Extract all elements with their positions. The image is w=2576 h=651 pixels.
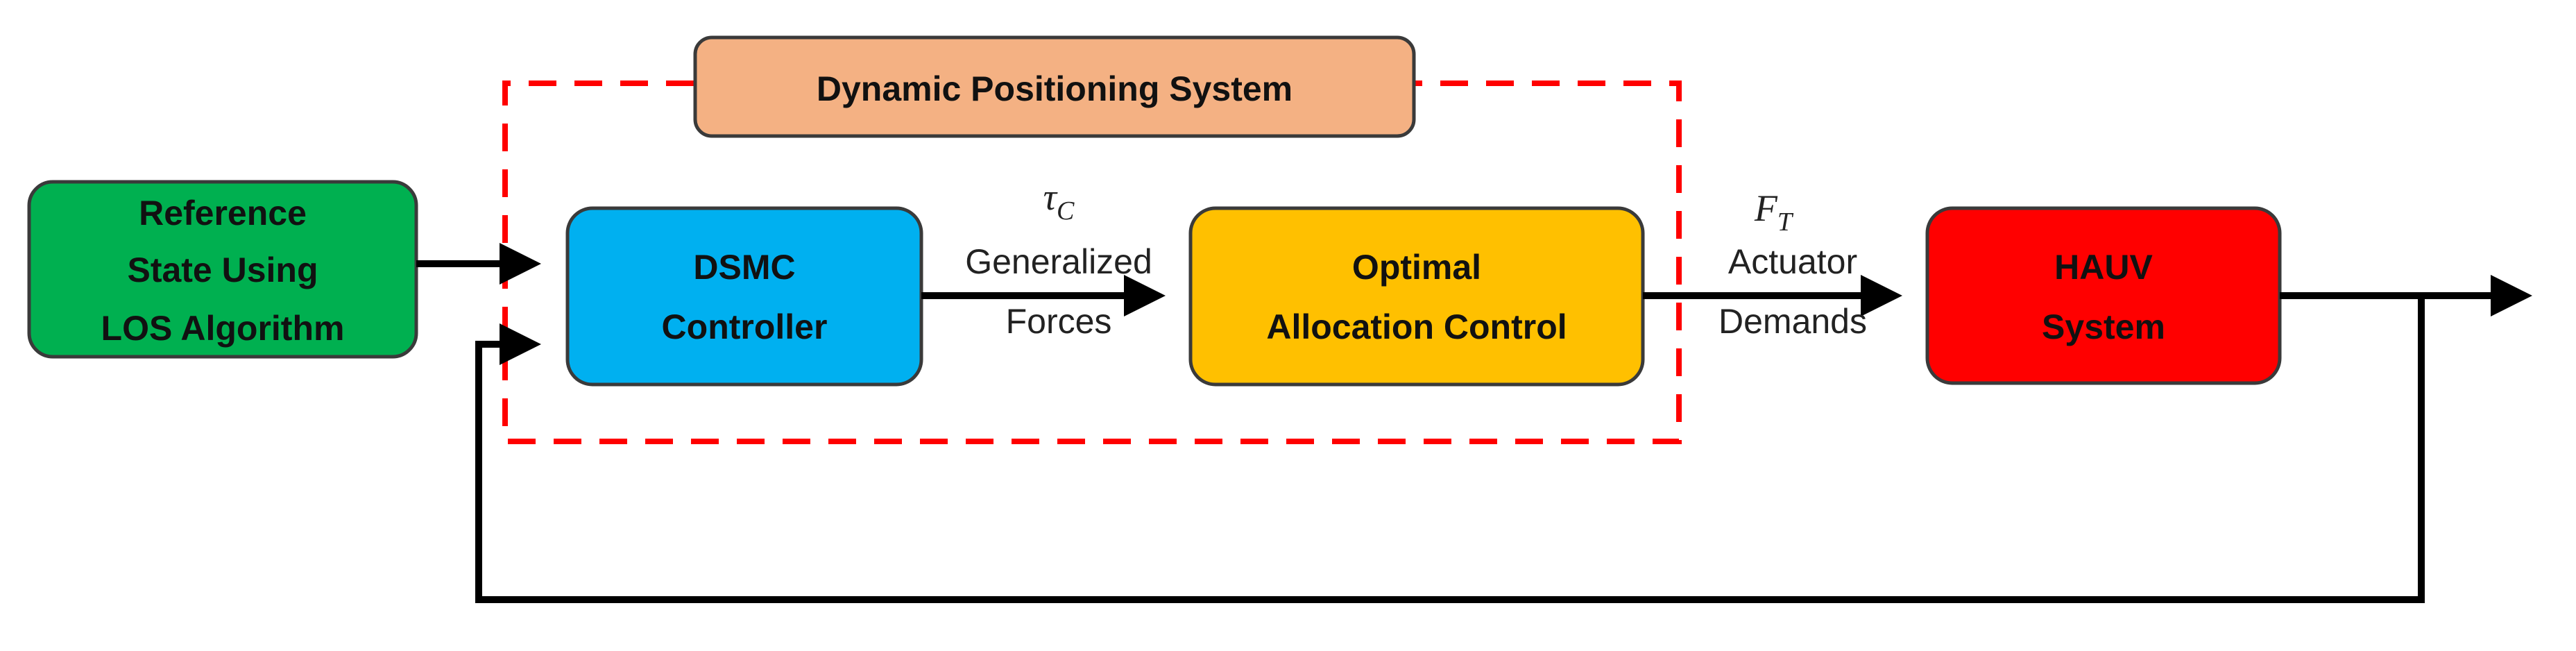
dsmc-label-line-1: DSMC [693, 248, 795, 287]
f-t-symbol-main: F [1754, 187, 1778, 229]
tau-c-label-line-1: Generalized [965, 242, 1152, 281]
feedback-loop-path [475, 296, 2425, 603]
hauv-label-line-2: System [2042, 307, 2165, 346]
allocation-label-line-1: Optimal [1352, 248, 1481, 287]
tau-c-signal-label: τC Generalized Forces [965, 176, 1152, 341]
f-t-label-line-1: Actuator [1728, 242, 1857, 281]
dp-system-title: Dynamic Positioning System [817, 69, 1293, 108]
reference-block: Reference State Using LOS Algorithm [27, 180, 418, 359]
f-t-signal-label: FT Actuator Demands [1718, 187, 1867, 341]
dp-system-title-block: Dynamic Positioning System [693, 35, 1416, 138]
allocation-label-line-2: Allocation Control [1266, 307, 1567, 346]
tau-c-symbol-sub: C [1057, 196, 1075, 226]
f-t-symbol: FT [1754, 187, 1794, 237]
tau-c-symbol: τC [1043, 176, 1075, 226]
tau-c-symbol-main: τ [1043, 176, 1058, 218]
reference-label-line-3: LOS Algorithm [101, 309, 345, 348]
dsmc-box [565, 206, 923, 387]
dp-system-boundary [502, 81, 1682, 444]
reference-label-line-2: State Using [127, 251, 318, 289]
dp-system-title-box [693, 35, 1416, 138]
reference-box [27, 180, 418, 359]
hauv-box [1925, 206, 2282, 385]
allocation-control-block: Optimal Allocation Control [1188, 206, 1645, 387]
hauv-label-line-1: HAUV [2054, 248, 2153, 287]
tau-c-label-line-2: Forces [1006, 302, 1112, 341]
dsmc-label-line-2: Controller [662, 307, 828, 346]
f-t-symbol-sub: T [1777, 208, 1794, 237]
hauv-system-block: HAUV System [1925, 206, 2282, 385]
allocation-box [1188, 206, 1645, 387]
dsmc-controller-block: DSMC Controller [565, 206, 923, 387]
reference-label-line-1: Reference [139, 194, 307, 232]
f-t-label-line-2: Demands [1718, 302, 1867, 341]
